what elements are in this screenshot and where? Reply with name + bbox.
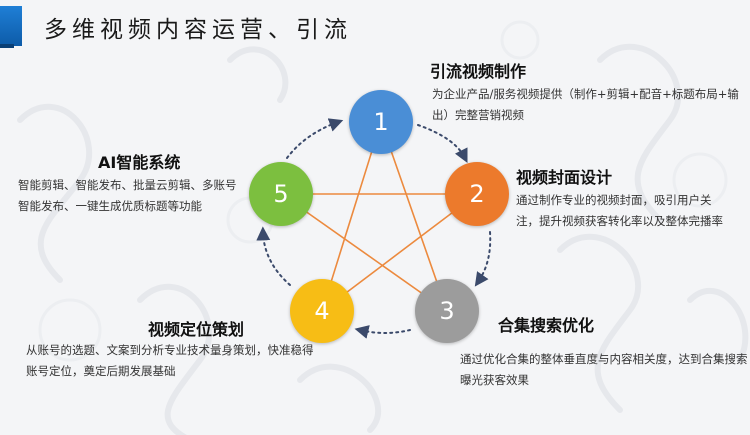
step-5-title: AI智能系统: [98, 153, 181, 172]
star-line-5-3: [280, 193, 448, 312]
star-line-1-3: [380, 121, 448, 312]
header-accent-shadow: [0, 44, 14, 48]
step-4-title: 视频定位策划: [148, 320, 245, 339]
star-line-1-4: [321, 121, 382, 312]
step-1-title: 引流视频制作: [430, 62, 527, 81]
arrow-1-to-2: [417, 124, 468, 164]
step-node-1: 1: [349, 90, 413, 154]
step-2-desc: 通过制作专业的视频封面，吸引用户关注，提升视频获客转化率以及整体完播率: [516, 193, 723, 228]
step-node-2: 2: [445, 162, 509, 226]
arrow-2-to-3: [474, 231, 492, 287]
step-2-title: 视频封面设计: [516, 168, 613, 187]
step-3-title: 合集搜索优化: [498, 316, 595, 335]
arrow-4-to-5: [256, 226, 291, 286]
cycle-arrows: [256, 118, 492, 339]
step-5-desc: 智能剪辑、智能发布、批量云剪辑、多账号智能发布、一键生成优质标题等功能: [18, 178, 237, 213]
page-title: 多维视频内容运营、引流: [44, 17, 352, 43]
step-1-desc: 为企业产品/服务视频提供（制作+剪辑+配音+标题布局+输出）完整营销视频: [432, 87, 739, 122]
step-node-4: 4: [290, 279, 354, 343]
header-accent-bar: [0, 6, 22, 46]
step-4-desc: 从账号的选题、文案到分析专业技术量身策划，快准稳得账号定位，奠定后期发展基础: [26, 343, 314, 378]
step-node-5: 5: [249, 162, 313, 226]
step-3-desc: 通过优化合集的整体垂直度与内容相关度，达到合集搜索曝光获客效果: [460, 352, 748, 387]
arrow-3-to-4: [354, 325, 411, 339]
step-node-3: 3: [415, 279, 479, 343]
arrow-5-to-1: [286, 118, 344, 159]
